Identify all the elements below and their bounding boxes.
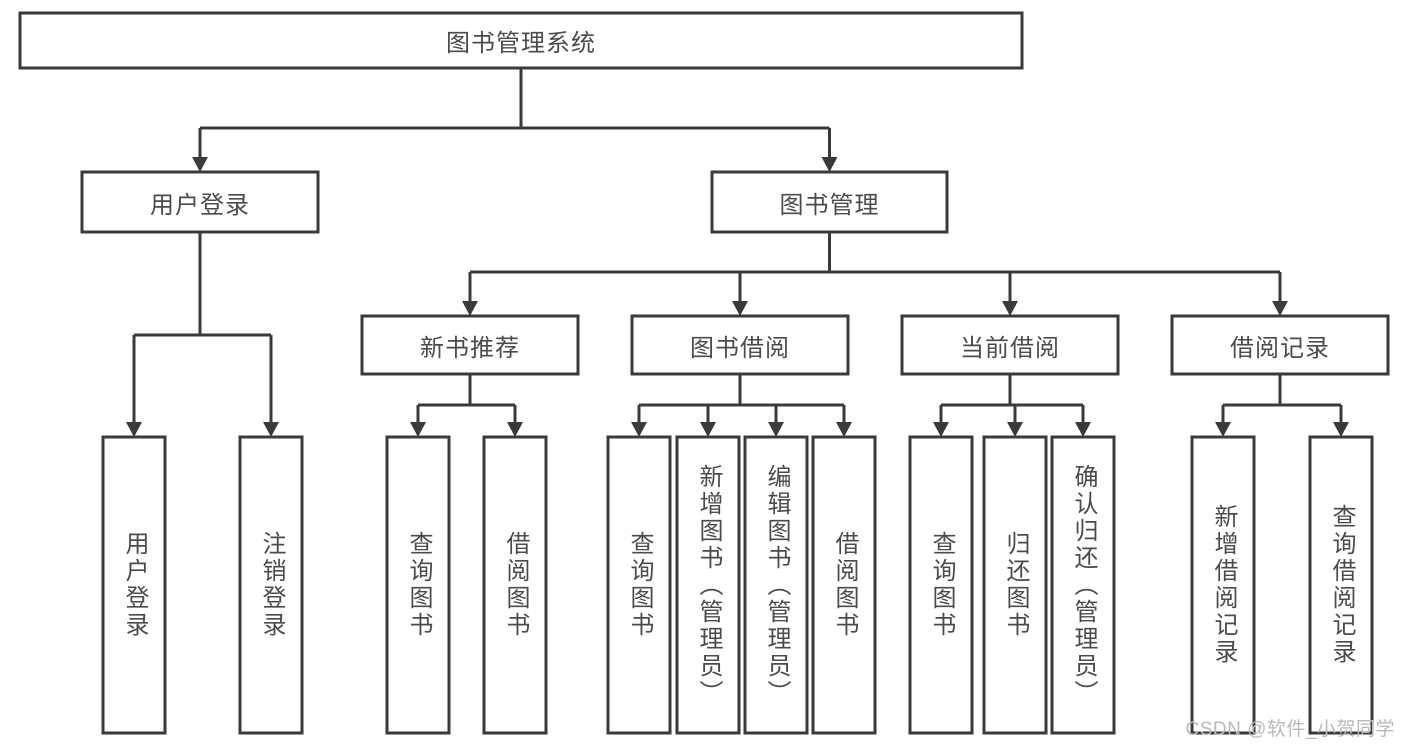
arrow-head-icon <box>126 422 142 437</box>
node-box-leaf-query-borrow-record[interactable] <box>1308 435 1374 735</box>
node-box-book-borrow[interactable] <box>630 314 850 376</box>
node-box-borrow-record[interactable] <box>1170 314 1390 376</box>
node-box-leaf-query-book-2[interactable] <box>606 435 672 735</box>
arrow-head-icon <box>1215 422 1231 437</box>
arrow-head-icon <box>1002 301 1018 316</box>
node-box-leaf-return-book[interactable] <box>982 435 1048 735</box>
arrow-head-icon <box>410 422 426 437</box>
arrow-head-icon <box>1007 422 1023 437</box>
arrow-head-icon <box>821 157 838 172</box>
arrow-head-icon <box>732 301 748 316</box>
arrow-head-icon <box>507 422 523 437</box>
arrow-head-icon <box>1333 422 1349 437</box>
arrow-head-icon <box>768 422 784 437</box>
nodes-layer <box>18 11 1390 735</box>
node-box-leaf-logout[interactable] <box>238 435 304 735</box>
node-box-leaf-edit-book-admin[interactable] <box>743 435 809 735</box>
node-box-leaf-add-book-admin[interactable] <box>675 435 741 735</box>
node-box-leaf-borrow-book-2[interactable] <box>811 435 877 735</box>
arrow-head-icon <box>836 422 852 437</box>
node-box-root[interactable] <box>18 11 1024 70</box>
arrow-head-icon <box>263 422 279 437</box>
node-box-new-book-recommend[interactable] <box>360 314 580 376</box>
arrow-head-icon <box>631 422 647 437</box>
edges-layer <box>126 68 1349 437</box>
node-box-leaf-confirm-return-admin[interactable] <box>1050 435 1116 735</box>
node-box-book-manage[interactable] <box>710 170 949 234</box>
node-box-leaf-add-borrow-record[interactable] <box>1190 435 1256 735</box>
watermark-text: CSDN @软件_小贺同学 <box>1185 719 1395 740</box>
arrow-head-icon <box>1075 422 1091 437</box>
arrow-head-icon <box>192 157 208 172</box>
node-box-leaf-query-book-3[interactable] <box>908 435 974 735</box>
node-box-leaf-query-book-1[interactable] <box>385 435 451 735</box>
node-box-leaf-user-login[interactable] <box>101 435 167 735</box>
arrow-head-icon <box>933 422 949 437</box>
arrow-head-icon <box>700 422 716 437</box>
arrow-head-icon <box>462 301 478 316</box>
arrow-head-icon <box>1272 301 1288 316</box>
node-box-user-login[interactable] <box>80 170 320 234</box>
node-box-leaf-borrow-book-1[interactable] <box>482 435 548 735</box>
node-box-current-borrow[interactable] <box>900 314 1120 376</box>
